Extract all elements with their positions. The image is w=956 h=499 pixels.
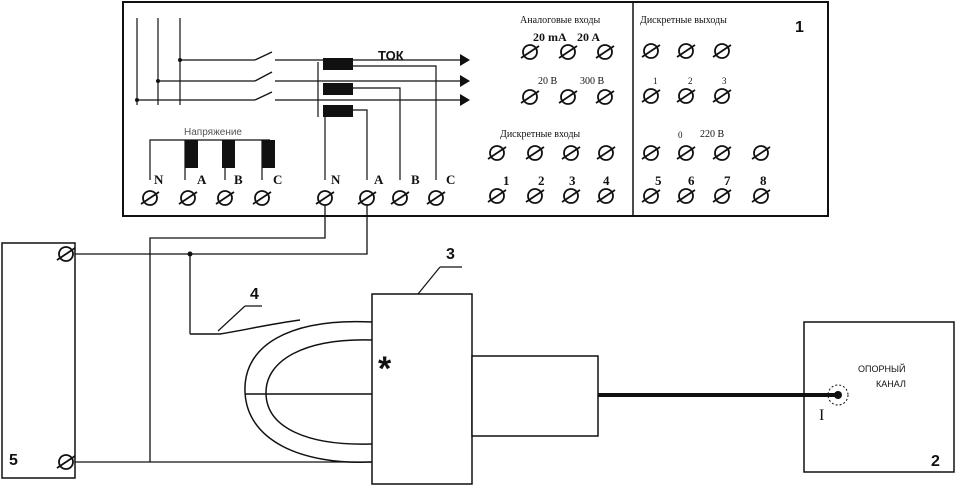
device-3-body bbox=[371, 293, 473, 485]
voltage-label: Напряжение bbox=[184, 127, 242, 138]
current-label: ТОК bbox=[378, 48, 404, 63]
voltage-transformers bbox=[185, 140, 275, 168]
load-block-number: 5 bbox=[9, 452, 18, 469]
current-terminal-screws bbox=[315, 190, 446, 206]
discrete-input-4: 4 bbox=[603, 173, 610, 188]
discrete-output-small-3: 3 bbox=[722, 76, 727, 86]
source-bus-lines bbox=[136, 18, 181, 105]
analog-input-screws bbox=[520, 44, 615, 105]
current-terminal-b: B bbox=[411, 172, 420, 187]
clamp-loops bbox=[190, 319, 373, 463]
current-terminal-n: N bbox=[331, 172, 341, 187]
reference-channel-label-2: КАНАЛ bbox=[876, 379, 906, 389]
panel-1-number: 1 bbox=[795, 19, 804, 36]
current-arrows bbox=[460, 54, 470, 106]
label-4-leader bbox=[217, 305, 246, 332]
panel-1-frame bbox=[122, 1, 829, 217]
reference-channel-box bbox=[803, 321, 955, 473]
current-transformers bbox=[323, 58, 353, 117]
discrete-output-7: 7 bbox=[724, 173, 731, 188]
current-terminal-c: C bbox=[446, 172, 456, 187]
analog-range-20a: 20 A bbox=[577, 30, 601, 44]
device-3-extension bbox=[471, 355, 599, 437]
discrete-outputs-title: Дискретные выходы bbox=[640, 15, 727, 26]
discrete-output-small-1: 1 bbox=[653, 76, 658, 86]
discrete-output-range-220v: 220 В bbox=[700, 129, 725, 140]
reference-channel-label-1: ОПОРНЫЙ bbox=[858, 364, 906, 374]
discrete-input-3: 3 bbox=[569, 173, 576, 188]
reference-connector-mark: I bbox=[819, 407, 825, 424]
discrete-output-small-2: 2 bbox=[688, 76, 693, 86]
discrete-output-8: 8 bbox=[760, 173, 767, 188]
discrete-inputs-title: Дискретные входы bbox=[500, 129, 581, 140]
discrete-output-5: 5 bbox=[655, 173, 662, 188]
switch-phase-lines bbox=[137, 51, 460, 101]
voltage-terminal-n: N bbox=[154, 172, 164, 187]
ct-secondary-wires bbox=[317, 62, 437, 180]
discrete-output-range-0: 0 bbox=[678, 130, 683, 140]
current-terminal-a: A bbox=[374, 172, 384, 187]
voltage-wiring bbox=[149, 139, 270, 180]
reference-connector bbox=[827, 384, 849, 406]
voltage-terminal-screws bbox=[140, 190, 272, 206]
analog-range-20ma: 20 mA bbox=[533, 30, 567, 44]
label-3-leader bbox=[417, 266, 441, 295]
analog-range-300v: 300 В bbox=[580, 76, 605, 87]
analog-inputs-title: Аналоговые входы bbox=[520, 15, 601, 26]
phase-junction-dots bbox=[135, 58, 182, 102]
discrete-output-6: 6 bbox=[688, 173, 695, 188]
voltage-terminal-a: A bbox=[197, 172, 207, 187]
reference-channel-number: 2 bbox=[931, 453, 940, 470]
analog-range-20v: 20 В bbox=[538, 76, 558, 87]
discrete-input-2: 2 bbox=[538, 173, 545, 188]
external-wires bbox=[75, 205, 372, 463]
device-3-number: 3 bbox=[446, 246, 455, 263]
junction-dot bbox=[187, 251, 193, 257]
load-block-5 bbox=[1, 242, 76, 479]
clamp-label-4: 4 bbox=[250, 286, 259, 303]
discrete-input-1: 1 bbox=[503, 173, 510, 188]
voltage-terminal-c: C bbox=[273, 172, 283, 187]
voltage-terminal-b: B bbox=[234, 172, 243, 187]
device-polarity-mark: * bbox=[378, 350, 392, 388]
